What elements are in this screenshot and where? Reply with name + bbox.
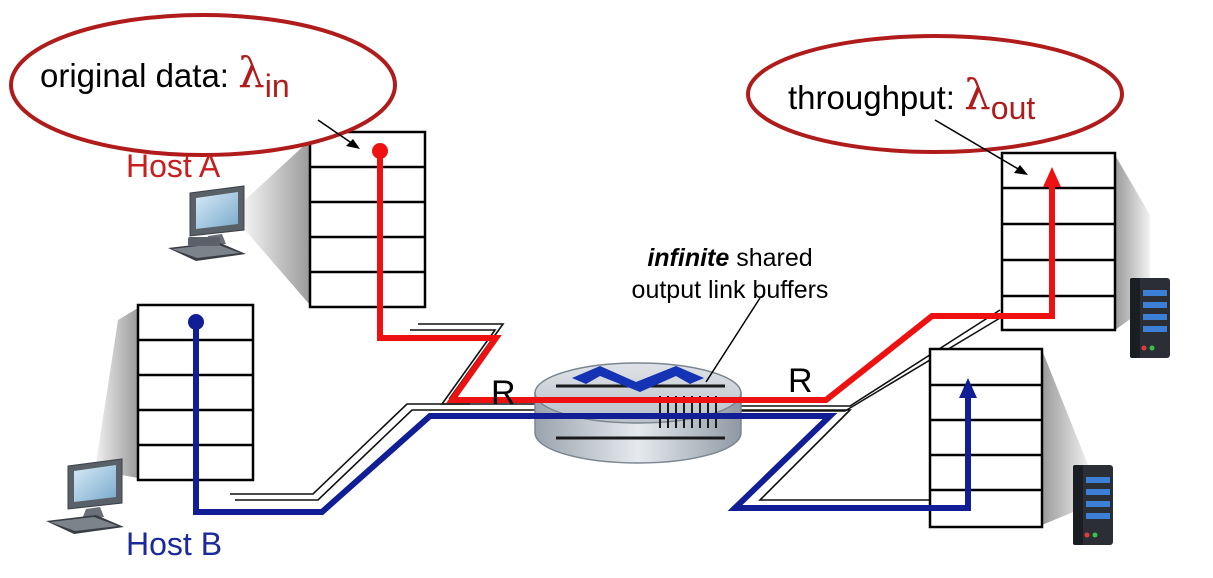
host-b-zoom-shadow [95,308,138,478]
server-bottom-icon [1073,465,1113,545]
host-a-computer-icon [168,185,246,261]
buffer-table-rows [138,165,1115,492]
router-arrows-icon [572,366,704,392]
lambda-in-symbol: λ [238,48,265,97]
buffer-annotation: infinite shared output link buffers [610,242,850,306]
link-b-to-router [235,409,540,501]
original-data-annotation: original data: λin [40,48,290,104]
link-a-to-router [410,329,548,405]
host-b-label: Host B [126,526,223,562]
host-a-flow-arrowhead [1043,167,1061,187]
lambda-out-symbol: λ [964,70,991,119]
lambda-out-subscript: out [990,90,1036,126]
throughput-annotation: throughput: λout [788,70,1035,126]
original-data-pointer [346,139,360,149]
link-router-to-bottom-server [740,409,930,501]
buffer-annotation-bold: infinite [647,244,730,272]
host-a-buffer-table [308,130,427,309]
link-lines [230,309,1001,501]
leader-lines [317,119,1021,383]
buffer-annotation-line2: output link buffers [631,276,829,304]
original-data-bubble [9,13,397,157]
host-b-flow-arrowhead [959,378,977,398]
router [534,362,742,464]
host-a-label: Host A [126,148,221,184]
server-top-buffer-table [1000,151,1117,332]
link-b-to-router-edge [230,403,470,495]
buffer-annotation-rest: shared [736,244,813,272]
left-link-rate-label: R [491,374,516,412]
right-link-rate-label: R [788,362,813,400]
throughput-bubble [746,34,1124,154]
lambda-in-subscript: in [264,68,290,104]
link-router-to-top-server [740,309,1001,407]
host-a-flow-start-dot [372,143,388,159]
original-data-label: original data: [40,57,229,94]
host-b-computer-icon [46,458,124,534]
host-b-flow-path [193,322,971,515]
throughput-label: throughput: [788,79,955,116]
host-b-flow-start-dot [188,314,204,330]
host-a-flow-path [377,152,1055,403]
server-top-icon [1130,278,1170,358]
throughput-pointer [1014,165,1028,175]
host-a-zoom-shadow [245,140,310,305]
server-bottom-buffer-table [928,347,1044,529]
